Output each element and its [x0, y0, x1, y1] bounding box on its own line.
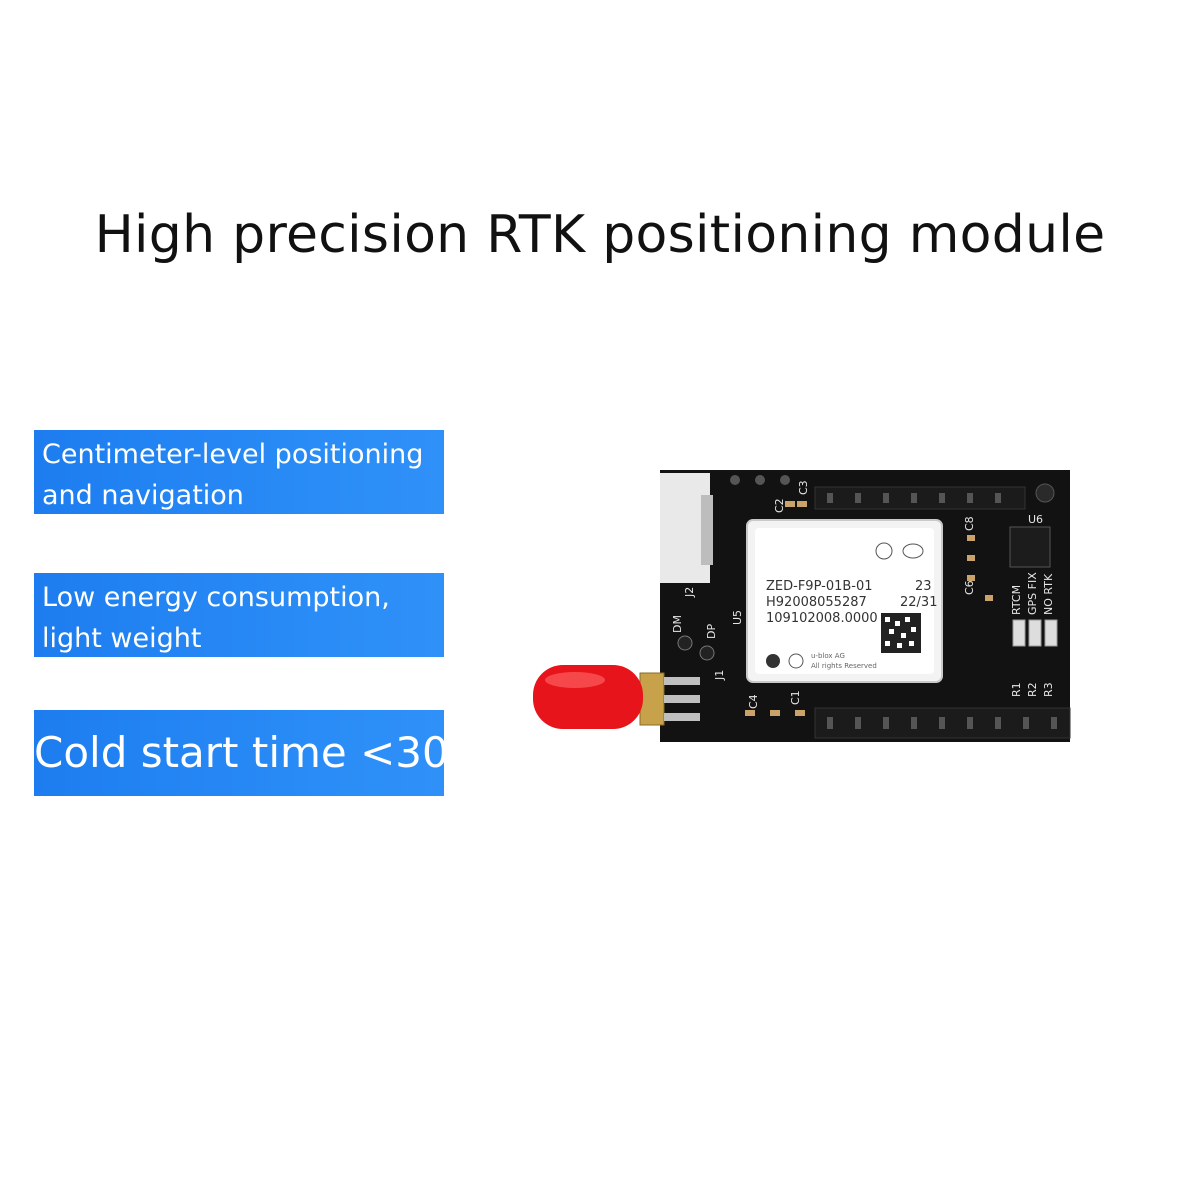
mounting-hole: [1035, 483, 1055, 503]
dm-pad: [677, 635, 693, 651]
led-no-rtk: [1044, 619, 1058, 647]
silk-dp: DP: [705, 624, 718, 639]
silk-r2: R2: [1026, 682, 1039, 697]
module-model: ZED-F9P-01B-01: [766, 579, 873, 594]
e4-icon: [902, 543, 924, 559]
rtk-module-photo: ZED-F9P-01B-01 23 H92008055287 22/31 109…: [515, 465, 1075, 750]
feature-text: and navigation: [42, 480, 244, 511]
silk-gps-fix: GPS FIX: [1026, 572, 1039, 615]
silk-u5: U5: [731, 610, 744, 625]
silk-no-rtk: NO RTK: [1042, 573, 1055, 615]
feature-banner-centimeter: Centimeter-level positioning and navigat…: [34, 430, 444, 514]
feature-text: Cold start time <30s: [34, 728, 444, 777]
dp-pad: [699, 645, 715, 661]
silk-c1: C1: [789, 690, 802, 705]
silk-j1: J1: [713, 670, 726, 681]
silk-c3: C3: [797, 480, 810, 495]
pin1-dot: [766, 654, 780, 668]
module-maker: u-blox AG: [811, 652, 845, 660]
module-num1: 23: [915, 579, 932, 594]
silk-dm: DM: [671, 615, 684, 633]
silk-rtcm: RTCM: [1010, 585, 1023, 615]
pb-free-icon: [875, 542, 893, 560]
silk-u6: U6: [1028, 513, 1043, 526]
eeprom-chip: [1009, 526, 1051, 568]
led-gps-fix: [1028, 619, 1042, 647]
silk-j2: J2: [683, 587, 696, 598]
page-title: High precision RTK positioning module: [94, 205, 1106, 265]
silk-c2: C2: [773, 498, 786, 513]
led-rtcm: [1012, 619, 1026, 647]
feature-text: light weight: [42, 623, 202, 654]
sma-connector-base: [639, 672, 665, 726]
module-serial: H92008055287: [766, 595, 867, 610]
pin-header-top: [814, 486, 1026, 510]
feature-banner-energy: Low energy consumption, light weight: [34, 573, 444, 657]
module-code: 109102008.0000: [766, 611, 878, 626]
silk-c6: C6: [963, 580, 976, 595]
copyright-icon: [788, 653, 804, 669]
rtk-module-illustration: ZED-F9P-01B-01 23 H92008055287 22/31 109…: [533, 470, 1071, 742]
silk-c4: C4: [747, 694, 760, 709]
silk-r1: R1: [1010, 682, 1023, 697]
feature-text: Centimeter-level positioning: [42, 439, 424, 470]
feature-banner-cold-start: Cold start time <30s: [34, 710, 444, 796]
module-num2: 22/31: [900, 595, 937, 610]
silk-c8: C8: [963, 516, 976, 531]
feature-text: Low energy consumption,: [42, 582, 390, 613]
module-rights: All rights Reserved: [811, 662, 877, 670]
silk-r3: R3: [1042, 682, 1055, 697]
